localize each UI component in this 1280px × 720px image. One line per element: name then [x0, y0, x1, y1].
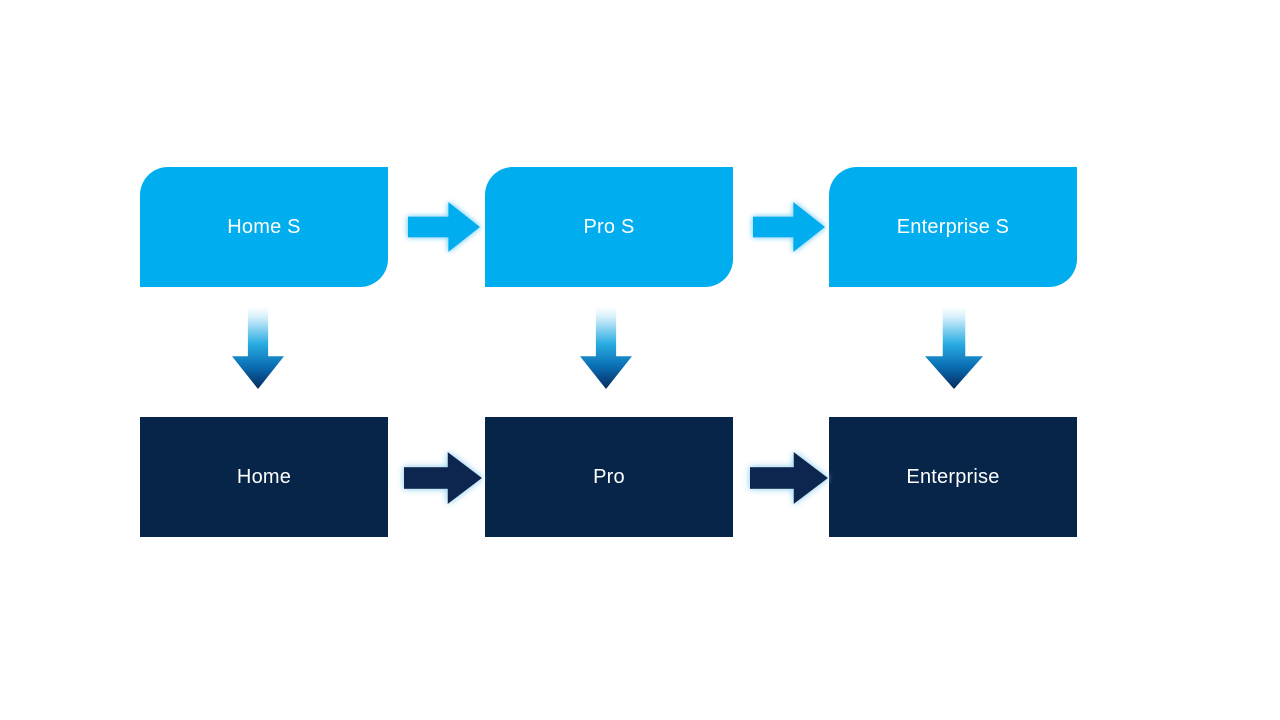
connector-pro-to-enterprise	[750, 452, 828, 504]
connector-pro-s-to-enterprise-s	[753, 202, 825, 252]
node-label: Pro S	[583, 216, 635, 238]
node-home-s[interactable]: Home S	[140, 167, 388, 287]
connector-home-to-pro	[404, 452, 482, 504]
node-pro[interactable]: Pro	[485, 417, 733, 537]
node-label: Home	[236, 466, 292, 488]
node-label: Enterprise S	[896, 216, 1010, 238]
node-home[interactable]: Home	[140, 417, 388, 537]
node-enterprise[interactable]: Enterprise	[829, 417, 1077, 537]
connector-enterprise-s-to-enterprise	[925, 307, 983, 389]
connector-home-s-to-pro-s	[408, 202, 480, 252]
node-label: Enterprise	[906, 466, 1000, 488]
node-label: Pro	[593, 466, 625, 488]
connector-pro-s-to-pro	[580, 307, 632, 389]
connector-home-s-to-home	[232, 307, 284, 389]
node-label: Home S	[227, 216, 301, 238]
node-pro-s[interactable]: Pro S	[485, 167, 733, 287]
node-enterprise-s[interactable]: Enterprise S	[829, 167, 1077, 287]
